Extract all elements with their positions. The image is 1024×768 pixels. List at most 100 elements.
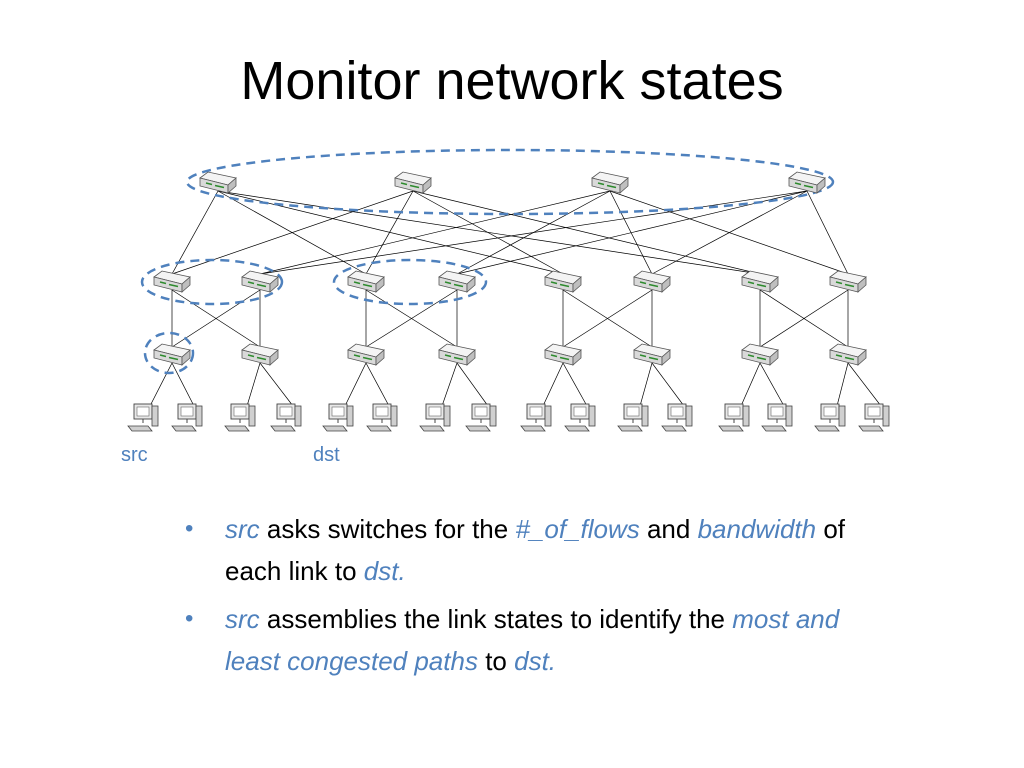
switch-side [769, 276, 779, 293]
keyboard [718, 425, 744, 432]
switch-side [227, 177, 237, 194]
bullet-text: assemblies the link states to identify t… [259, 604, 733, 634]
network-switch-icon [153, 343, 191, 366]
keyboard [171, 425, 197, 432]
core-agg-link [171, 190, 219, 275]
desktop-computer-icon [661, 403, 693, 432]
desktop-computer-icon [419, 403, 451, 432]
highlight-ellipses [140, 148, 835, 375]
edge-host-link [441, 362, 458, 407]
emphasized-term: most and least congested paths [225, 604, 840, 676]
core-agg-link [365, 190, 414, 275]
switch-led [256, 283, 267, 288]
switch-led [256, 356, 267, 361]
switch-side [619, 177, 629, 194]
desktop-computer-icon [718, 403, 750, 432]
network-switch-icon [741, 343, 779, 366]
tower [443, 405, 451, 427]
switch-led [205, 182, 213, 186]
switch-side [572, 349, 582, 366]
switch-side [857, 349, 867, 366]
switch-side [769, 349, 779, 366]
monitor-screen [573, 406, 587, 417]
network-switch-icon [633, 270, 671, 293]
desktop-computer-icon [366, 403, 398, 432]
switch-led [214, 184, 225, 189]
switch-led [559, 283, 570, 288]
switch-led [159, 354, 167, 358]
network-switch-icon [788, 171, 826, 194]
agg-edge-link [171, 289, 261, 348]
switch-led [247, 354, 255, 358]
src-edge-highlight-ellipse [143, 331, 195, 375]
keyboard [270, 425, 296, 432]
bullet-item: •src asks switches for the #_of_flows an… [185, 508, 885, 592]
core-agg-link [651, 190, 808, 275]
switch-led [400, 182, 408, 186]
switch-led [756, 356, 767, 361]
switch-side [661, 276, 671, 293]
keyboard [617, 425, 643, 432]
switch-led [747, 354, 755, 358]
edge-host-link [562, 362, 588, 407]
monitor-screen [770, 406, 784, 417]
edge-host-link [171, 362, 195, 407]
emphasized-term: dst [363, 556, 399, 586]
edge-host-link [639, 362, 653, 407]
network-switch-icon [544, 270, 582, 293]
tower [248, 405, 256, 427]
monitor-screen [428, 406, 442, 417]
switch-led [835, 281, 843, 285]
edge-host-link [259, 362, 294, 407]
slide-title: Monitor network states [240, 51, 784, 111]
network-switch-icon [241, 343, 279, 366]
monitor-screen [727, 406, 741, 417]
desktop-computer-icon [617, 403, 649, 432]
tower [588, 405, 596, 427]
tower [489, 405, 497, 427]
keyboard [465, 425, 491, 432]
monitor-screen [279, 406, 293, 417]
network-switch-icon [829, 270, 867, 293]
switch-led [409, 184, 420, 189]
switch-led [453, 356, 464, 361]
switch-led [168, 356, 179, 361]
core-highlight-ellipse [185, 148, 835, 216]
tower [390, 405, 398, 427]
emphasized-term: bandwidth [697, 514, 817, 544]
network-links [149, 190, 882, 407]
emphasized-term: . [398, 556, 406, 586]
network-switch-icon [199, 171, 237, 194]
tower [151, 405, 159, 427]
agg-edge-link [562, 289, 653, 348]
switch-led [550, 281, 558, 285]
switch-led [639, 281, 647, 285]
edge-host-link [365, 362, 390, 407]
switch-side [269, 349, 279, 366]
switch-led [648, 283, 659, 288]
switch-led [803, 184, 814, 189]
bullet-text: asks switches for the [259, 514, 516, 544]
network-switch-icon [633, 343, 671, 366]
tower [838, 405, 846, 427]
switch-side [816, 177, 826, 194]
edge-host-link [651, 362, 685, 407]
tower [544, 405, 552, 427]
core-agg-link [806, 190, 849, 275]
switch-led [362, 356, 373, 361]
tower [742, 405, 750, 427]
edge-host-link [847, 362, 882, 407]
network-switch-icon [438, 270, 476, 293]
tower [195, 405, 203, 427]
monitor-screen [867, 406, 881, 417]
switch-side [661, 349, 671, 366]
monitor-screen [375, 406, 389, 417]
switch-led [756, 283, 767, 288]
edge-host-link [344, 362, 367, 407]
core-agg-link [412, 190, 761, 275]
switch-led [747, 281, 755, 285]
switch-led [559, 356, 570, 361]
edge-host-link [759, 362, 785, 407]
switch-led [648, 356, 659, 361]
switch-led [353, 354, 361, 358]
